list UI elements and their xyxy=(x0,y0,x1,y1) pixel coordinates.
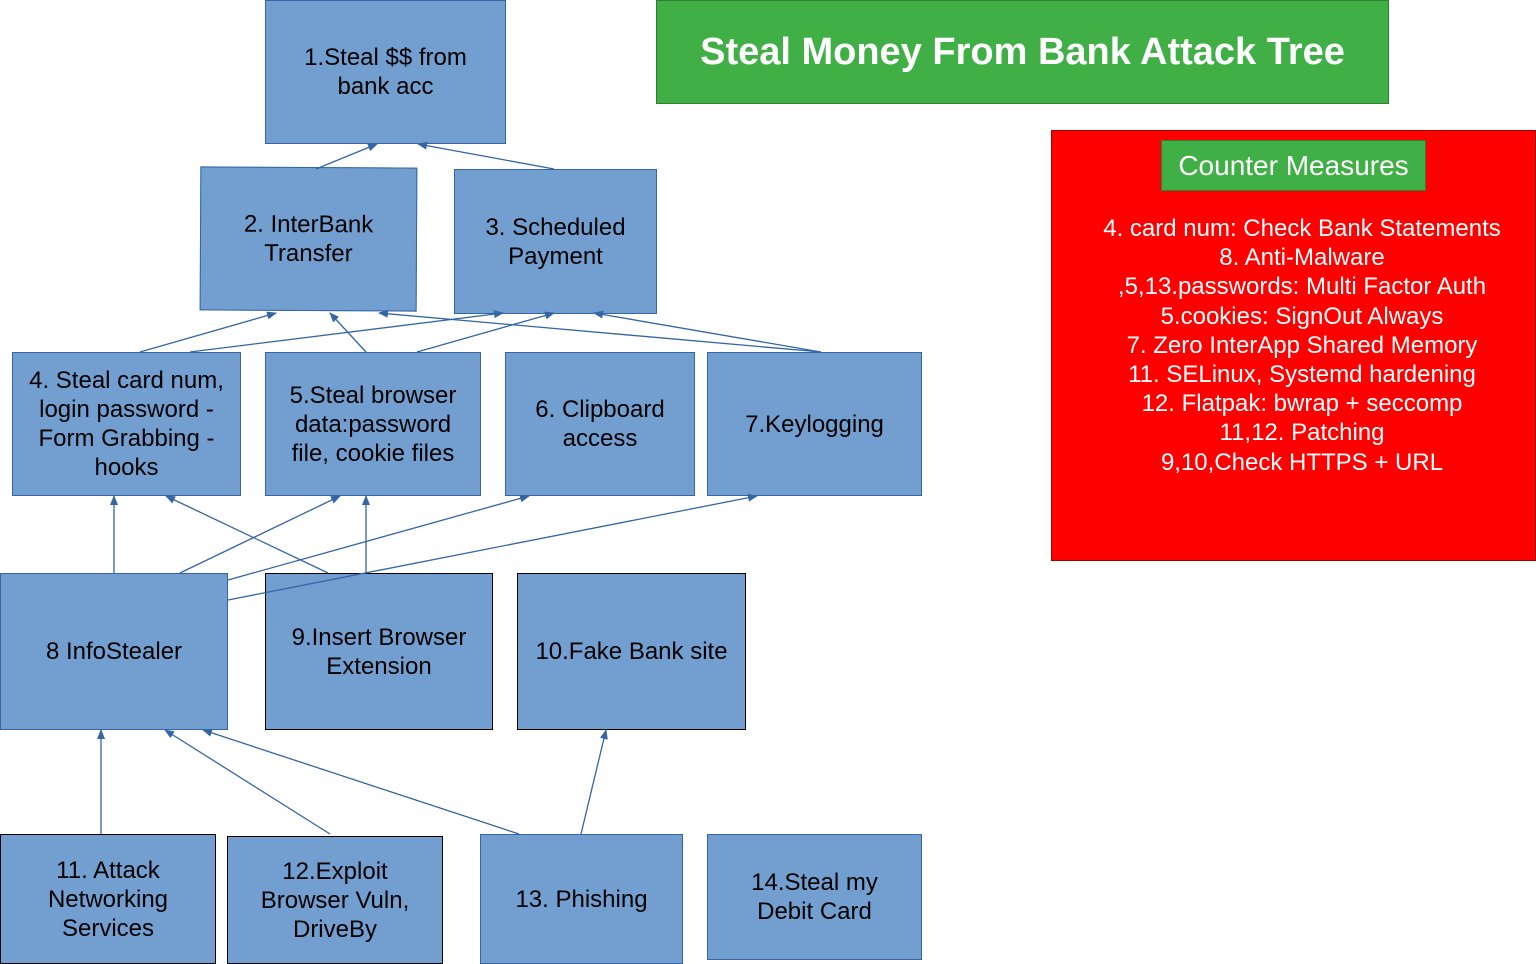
node-interbank-transfer: 2. InterBank Transfer xyxy=(199,166,418,312)
edge-n8-to-n6 xyxy=(227,494,530,581)
node-fake-bank-site: 10.Fake Bank site xyxy=(517,573,746,730)
countermeasure-item: 11. SELinux, Systemd hardening xyxy=(1128,361,1476,389)
edge-n5-to-n2 xyxy=(329,312,367,353)
node-steal-money: 1.Steal $$ from bank acc xyxy=(265,0,506,144)
node-insert-browser-extension: 9.Insert Browser Extension xyxy=(265,573,493,730)
node-scheduled-payment: 3. Scheduled Payment xyxy=(454,169,657,314)
countermeasure-item: ,5,13.passwords: Multi Factor Auth xyxy=(1117,273,1487,301)
node-steal-browser-data: 5.Steal browser data:password file, cook… xyxy=(265,352,481,496)
countermeasure-item: 7. Zero InterApp Shared Memory xyxy=(1126,331,1478,359)
node-form-grabbing: 4. Steal card num, login password - Form… xyxy=(12,352,241,496)
edge-n13-to-n8 xyxy=(202,729,520,835)
countermeasure-item: 12. Flatpak: bwrap + seccomp xyxy=(1141,390,1463,418)
countermeasures-list: 4. card num: Check Bank Statements 8. An… xyxy=(1062,214,1536,477)
edge-n5-to-n3 xyxy=(416,311,555,353)
node-attack-networking-services: 11. Attack Networking Services xyxy=(0,834,216,964)
countermeasures-header: Counter Measures xyxy=(1161,140,1426,191)
node-exploit-browser-vuln: 12.Exploit Browser Vuln, DriveBy xyxy=(227,836,443,964)
edge-n7-to-n3 xyxy=(593,310,822,353)
node-steal-debit-card: 14.Steal my Debit Card xyxy=(707,834,922,960)
edge-n2-to-n1 xyxy=(315,143,378,170)
node-keylogging: 7.Keylogging xyxy=(707,352,922,496)
edge-n4-to-n2 xyxy=(139,311,277,353)
edge-n13-to-n10 xyxy=(580,729,608,835)
edge-n12-to-n8 xyxy=(164,729,331,835)
countermeasure-item: 9,10,Check HTTPS + URL xyxy=(1160,448,1444,476)
countermeasures-panel xyxy=(1051,130,1536,561)
countermeasure-item: 5.cookies: SignOut Always xyxy=(1160,302,1444,330)
edge-n3-to-n1 xyxy=(417,141,555,170)
edge-n9-to-n4 xyxy=(165,495,329,574)
node-clipboard-access: 6. Clipboard access xyxy=(505,352,695,496)
node-phishing: 13. Phishing xyxy=(480,834,683,964)
diagram-title: Steal Money From Bank Attack Tree xyxy=(656,0,1389,104)
node-infostealer: 8 InfoStealer xyxy=(0,573,228,730)
edge-n4-to-n3 xyxy=(189,310,504,353)
countermeasure-item: 11,12. Patching xyxy=(1219,419,1385,447)
countermeasure-item: 4. card num: Check Bank Statements xyxy=(1103,215,1501,242)
edge-n7-to-n2 xyxy=(378,309,822,353)
edge-n8-to-n5 xyxy=(179,495,341,574)
countermeasure-item: 8. Anti-Malware xyxy=(1219,244,1385,272)
